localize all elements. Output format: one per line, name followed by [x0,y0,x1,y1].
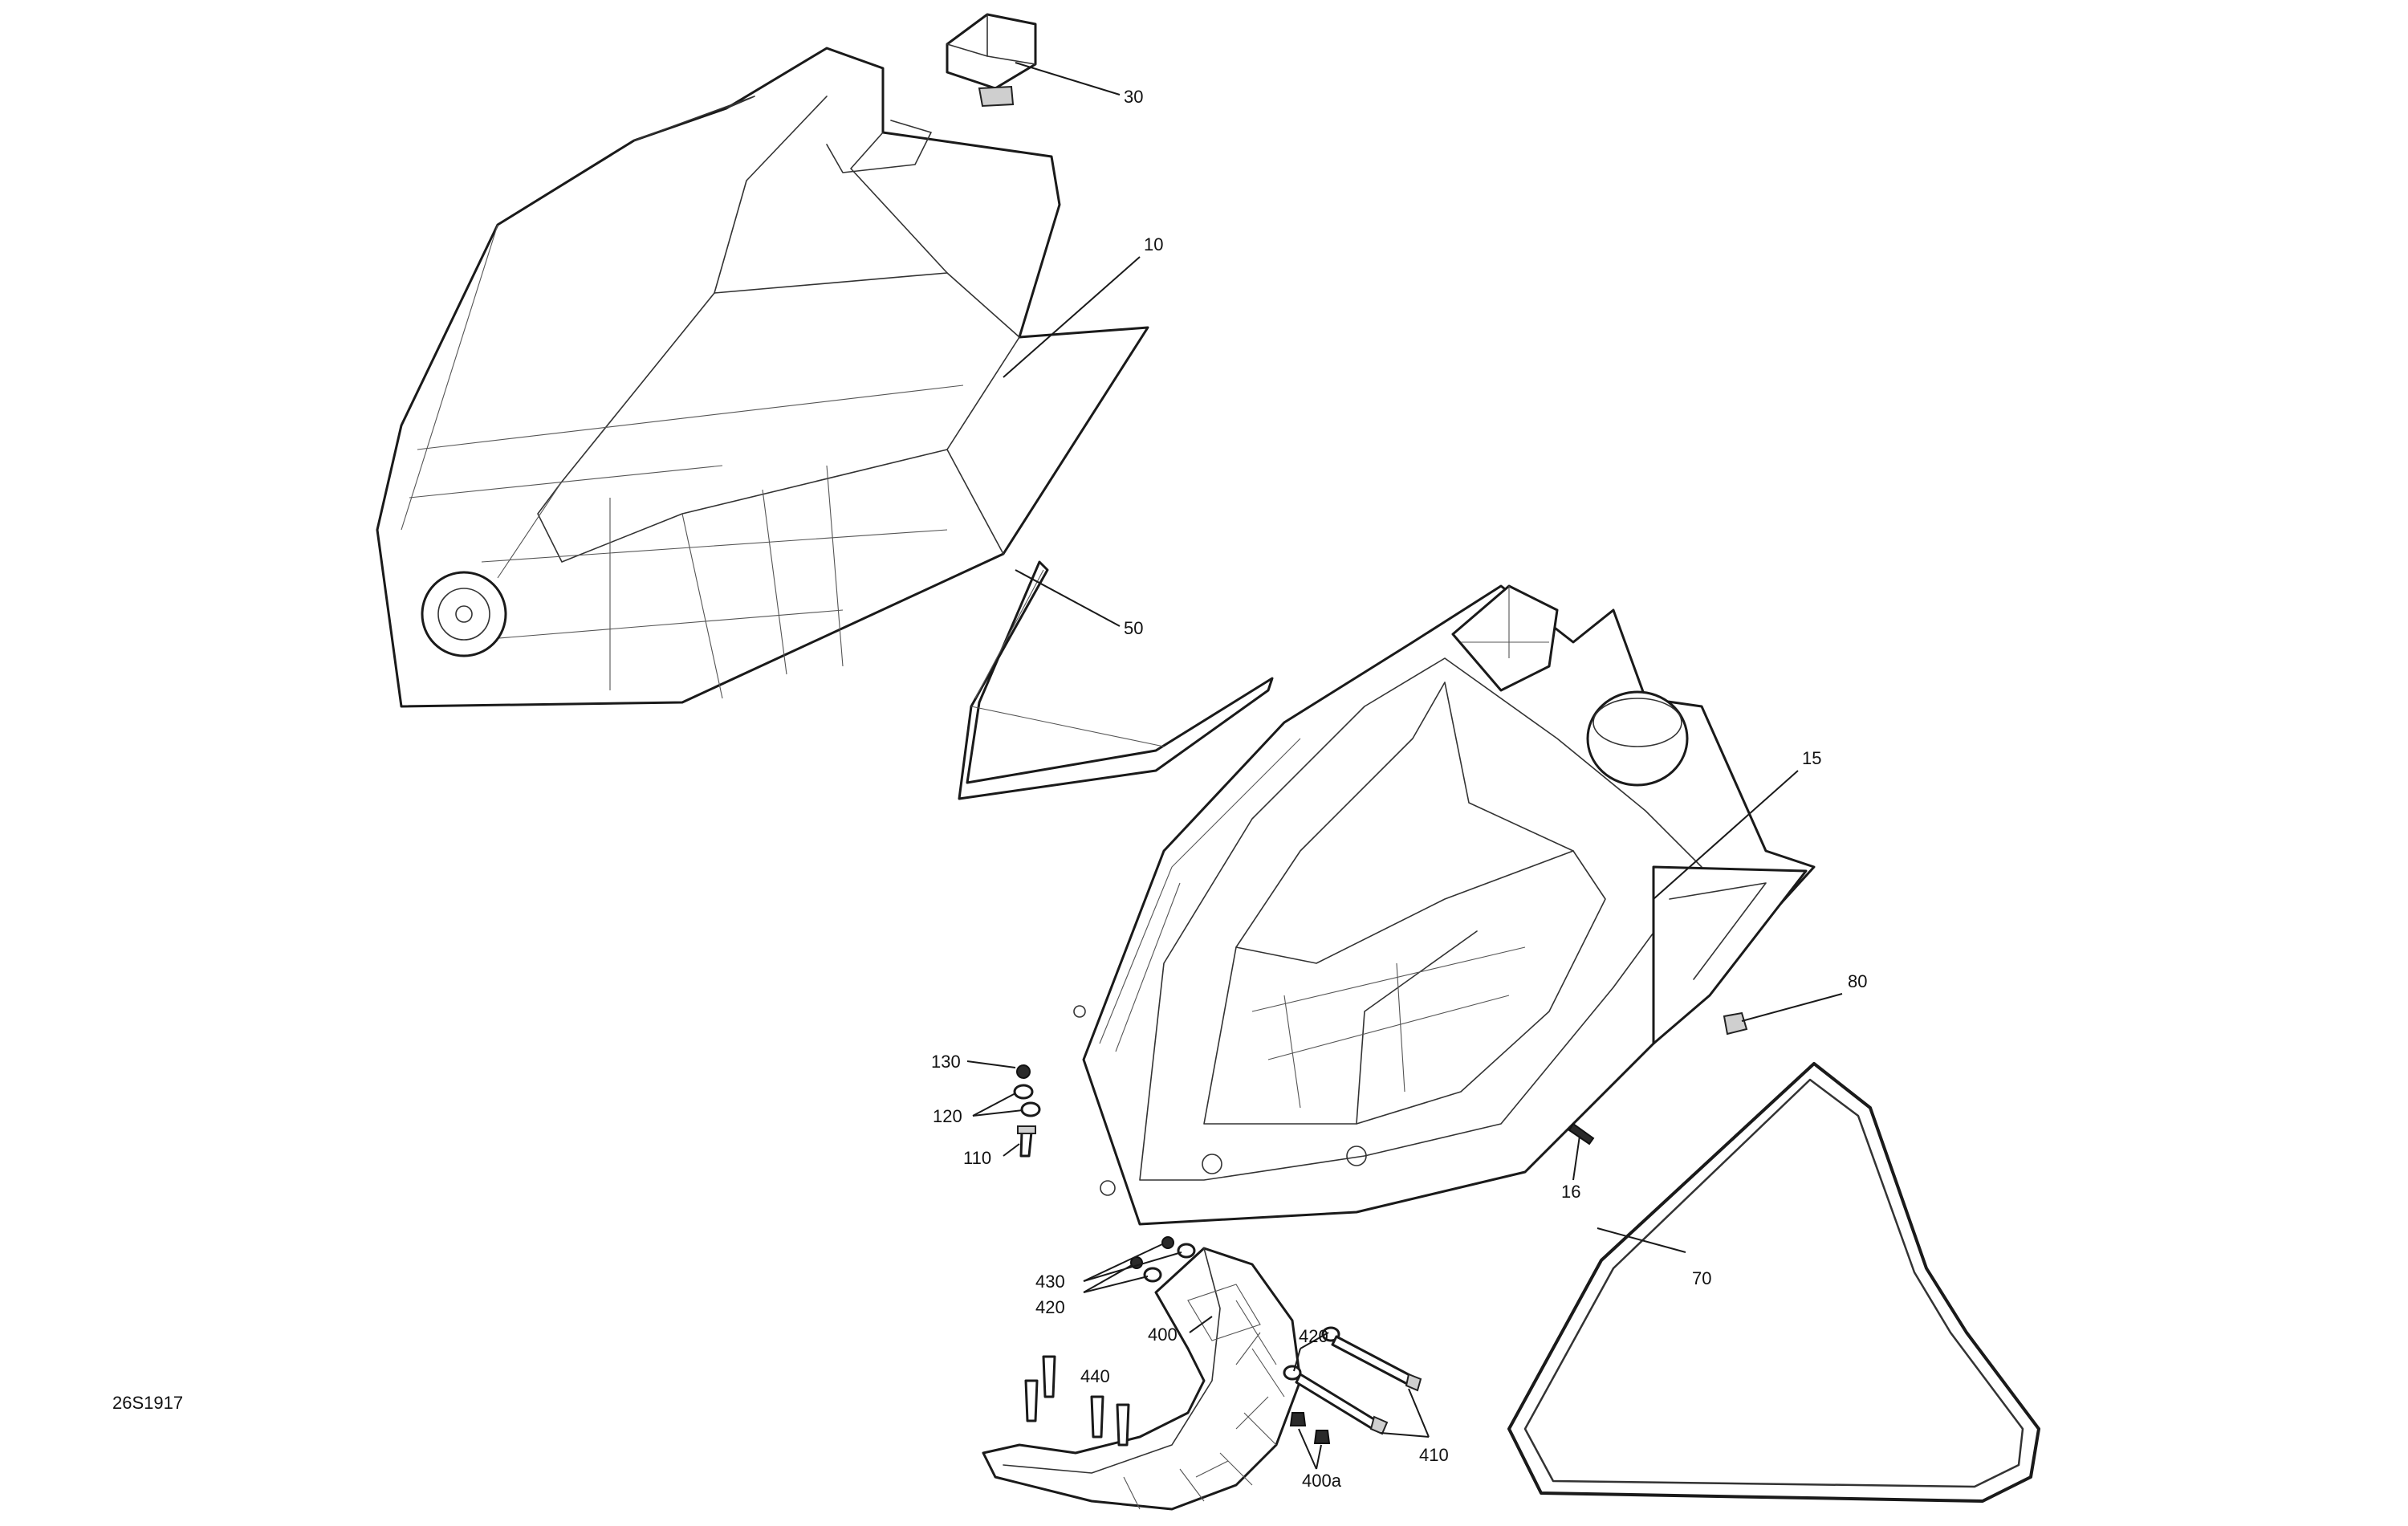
callout-400a: 400a [1302,1471,1342,1491]
callout-50: 50 [1124,618,1143,638]
bolts-440 [1024,1355,1130,1447]
bumper-part [1723,1011,1748,1036]
leader-lines [966,62,1843,1470]
callout-110: 110 [963,1148,991,1168]
hood-cover-part [376,47,1149,708]
storage-bin-part [1073,584,1816,1226]
drawing-id: 26S1917 [112,1393,183,1413]
callout-440: 440 [1080,1366,1110,1386]
callout-420-right: 420 [1299,1326,1328,1346]
callout-15: 15 [1802,748,1821,768]
seal-gasket-part [1507,1062,2040,1503]
callout-430: 430 [1035,1272,1065,1292]
callout-410: 410 [1419,1445,1449,1465]
pin-part [1568,1122,1595,1146]
callout-16: 16 [1561,1182,1580,1202]
callout-120: 120 [933,1106,962,1126]
callout-30: 30 [1124,87,1143,107]
callout-70: 70 [1692,1268,1711,1288]
bracket-part [982,1247,1302,1511]
hardware-430-420 [1130,1236,1196,1283]
callout-420-left: 420 [1035,1297,1065,1317]
hardware-410-420-400a [1283,1326,1422,1444]
callout-labels: 30 10 50 15 80 130 120 110 16 430 420 40… [112,87,1867,1491]
callout-10: 10 [1144,234,1163,254]
trim-strip-part [958,560,1274,800]
callout-400: 400 [1148,1325,1178,1345]
callout-80: 80 [1848,971,1867,991]
callout-130: 130 [931,1052,961,1072]
hardware-130-120-110 [1013,1064,1041,1158]
latch-clip-part [946,13,1037,108]
